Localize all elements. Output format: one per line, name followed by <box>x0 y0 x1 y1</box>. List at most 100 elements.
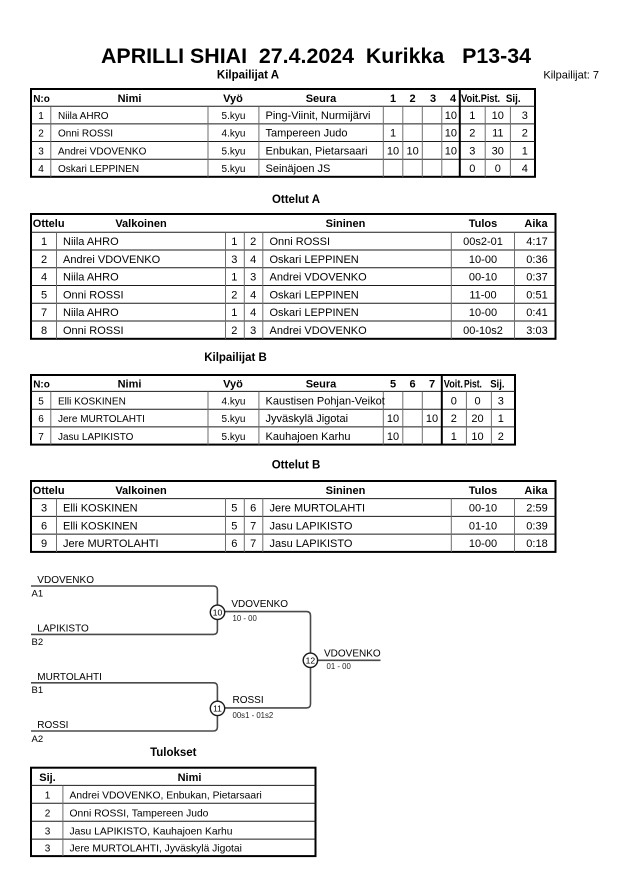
svg-text:Seura: Seura <box>306 378 337 390</box>
svg-text:Oskari LEPPINEN: Oskari LEPPINEN <box>58 164 139 175</box>
svg-text:Jasu LAPIKISTO, Kauhajoen Karh: Jasu LAPIKISTO, Kauhajoen Karhu <box>70 826 233 837</box>
svg-text:4: 4 <box>38 164 44 175</box>
svg-text:Jasu LAPIKISTO: Jasu LAPIKISTO <box>270 538 353 550</box>
svg-text:1: 1 <box>522 145 528 157</box>
svg-text:1: 1 <box>41 236 47 248</box>
svg-text:3: 3 <box>250 325 256 337</box>
svg-text:01 - 00: 01 - 00 <box>327 662 352 671</box>
svg-text:2: 2 <box>469 128 475 140</box>
svg-text:A1: A1 <box>32 588 44 599</box>
svg-text:10-00: 10-00 <box>469 538 497 550</box>
svg-text:10-00: 10-00 <box>469 307 497 319</box>
svg-text:00-10s2: 00-10s2 <box>463 325 503 337</box>
svg-text:11: 11 <box>213 704 222 714</box>
svg-text:5: 5 <box>41 290 47 302</box>
svg-text:MURTOLAHTI: MURTOLAHTI <box>37 672 102 683</box>
svg-text:Onni ROSSI: Onni ROSSI <box>58 129 113 140</box>
svg-text:7: 7 <box>429 378 435 390</box>
svg-text:5.kyu: 5.kyu <box>222 146 246 157</box>
svg-text:2: 2 <box>231 290 237 302</box>
svg-text:10: 10 <box>445 128 457 140</box>
svg-text:Vyö: Vyö <box>223 93 243 105</box>
svg-text:A2: A2 <box>32 734 44 745</box>
svg-text:Pist.: Pist. <box>481 93 500 105</box>
svg-text:0:41: 0:41 <box>526 307 547 319</box>
svg-text:11: 11 <box>492 128 503 140</box>
svg-text:10: 10 <box>213 607 223 617</box>
svg-text:1: 1 <box>45 791 51 802</box>
svg-text:B1: B1 <box>32 685 44 696</box>
svg-text:ROSSI: ROSSI <box>233 695 264 706</box>
svg-text:2: 2 <box>498 431 504 443</box>
svg-text:Tulos: Tulos <box>469 485 498 497</box>
svg-text:Sij.: Sij. <box>490 378 504 390</box>
svg-text:2: 2 <box>522 128 528 140</box>
svg-text:Jere MURTOLAHTI: Jere MURTOLAHTI <box>63 538 159 550</box>
svg-text:Tampereen Judo: Tampereen Judo <box>266 128 348 140</box>
svg-text:10: 10 <box>445 145 457 157</box>
svg-text:Jyväskylä Jigotai: Jyväskylä Jigotai <box>266 413 349 425</box>
svg-text:00s1 - 01s2: 00s1 - 01s2 <box>233 711 274 720</box>
svg-text:2: 2 <box>410 93 416 105</box>
svg-text:3: 3 <box>231 254 237 266</box>
svg-text:Valkoinen: Valkoinen <box>115 485 167 497</box>
svg-text:10: 10 <box>426 413 438 425</box>
svg-text:Andrei VDOVENKO: Andrei VDOVENKO <box>58 146 147 157</box>
svg-text:3: 3 <box>522 110 528 122</box>
svg-text:4:17: 4:17 <box>526 236 547 248</box>
svg-text:Niila AHRO: Niila AHRO <box>63 272 119 284</box>
svg-text:3: 3 <box>45 844 51 855</box>
svg-text:VDOVENKO: VDOVENKO <box>231 599 288 610</box>
svg-text:9: 9 <box>41 538 47 550</box>
svg-text:10: 10 <box>387 145 399 157</box>
svg-text:Aika: Aika <box>524 485 548 497</box>
svg-text:00-10: 00-10 <box>469 503 497 515</box>
svg-text:0: 0 <box>474 395 480 407</box>
svg-text:12: 12 <box>306 655 316 665</box>
svg-text:3: 3 <box>498 395 504 407</box>
svg-text:Kauhajoen Karhu: Kauhajoen Karhu <box>266 431 351 443</box>
svg-text:2: 2 <box>41 254 47 266</box>
svg-text:0: 0 <box>451 395 457 407</box>
svg-text:Kilpailijat A: Kilpailijat A <box>217 70 279 82</box>
svg-text:7: 7 <box>41 307 47 319</box>
svg-text:Oskari LEPPINEN: Oskari LEPPINEN <box>270 254 359 266</box>
svg-text:4: 4 <box>41 272 47 284</box>
svg-text:Kaustisen Pohjan-Veikot: Kaustisen Pohjan-Veikot <box>266 395 385 407</box>
svg-text:N:o: N:o <box>33 379 50 390</box>
svg-text:2: 2 <box>45 809 51 820</box>
svg-text:2: 2 <box>451 413 457 425</box>
svg-text:3: 3 <box>41 503 47 515</box>
svg-text:8: 8 <box>41 325 47 337</box>
svg-text:Sininen: Sininen <box>326 485 366 497</box>
svg-text:LAPIKISTO: LAPIKISTO <box>37 623 89 634</box>
svg-text:1: 1 <box>231 307 237 319</box>
svg-text:Elli KOSKINEN: Elli KOSKINEN <box>58 396 126 407</box>
svg-text:Niila AHRO: Niila AHRO <box>63 236 119 248</box>
svg-text:5: 5 <box>231 503 237 515</box>
svg-text:3: 3 <box>38 146 44 157</box>
svg-text:Oskari LEPPINEN: Oskari LEPPINEN <box>270 290 359 302</box>
svg-text:Aika: Aika <box>524 218 548 230</box>
svg-text:3:03: 3:03 <box>526 325 547 337</box>
svg-text:2: 2 <box>250 236 256 248</box>
svg-text:30: 30 <box>492 145 504 157</box>
svg-text:5: 5 <box>390 378 396 390</box>
svg-text:01-10: 01-10 <box>469 520 497 532</box>
svg-text:Andrei VDOVENKO, Enbukan, Piet: Andrei VDOVENKO, Enbukan, Pietarsaari <box>70 791 262 802</box>
svg-text:6: 6 <box>231 538 237 550</box>
svg-text:ROSSI: ROSSI <box>37 720 68 731</box>
svg-text:Elli KOSKINEN: Elli KOSKINEN <box>63 503 138 515</box>
svg-text:0:36: 0:36 <box>526 254 547 266</box>
svg-text:4: 4 <box>522 163 528 175</box>
svg-text:Onni ROSSI: Onni ROSSI <box>270 236 331 248</box>
svg-text:5.kyu: 5.kyu <box>222 414 246 425</box>
svg-text:0:39: 0:39 <box>526 520 547 532</box>
svg-text:5: 5 <box>231 520 237 532</box>
svg-text:Ottelut A: Ottelut A <box>272 194 320 206</box>
svg-text:Ottelut B: Ottelut B <box>272 460 321 472</box>
svg-text:VDOVENKO: VDOVENKO <box>37 575 94 586</box>
svg-text:7: 7 <box>250 538 256 550</box>
svg-text:10: 10 <box>387 413 399 425</box>
svg-text:4.kyu: 4.kyu <box>222 396 246 407</box>
